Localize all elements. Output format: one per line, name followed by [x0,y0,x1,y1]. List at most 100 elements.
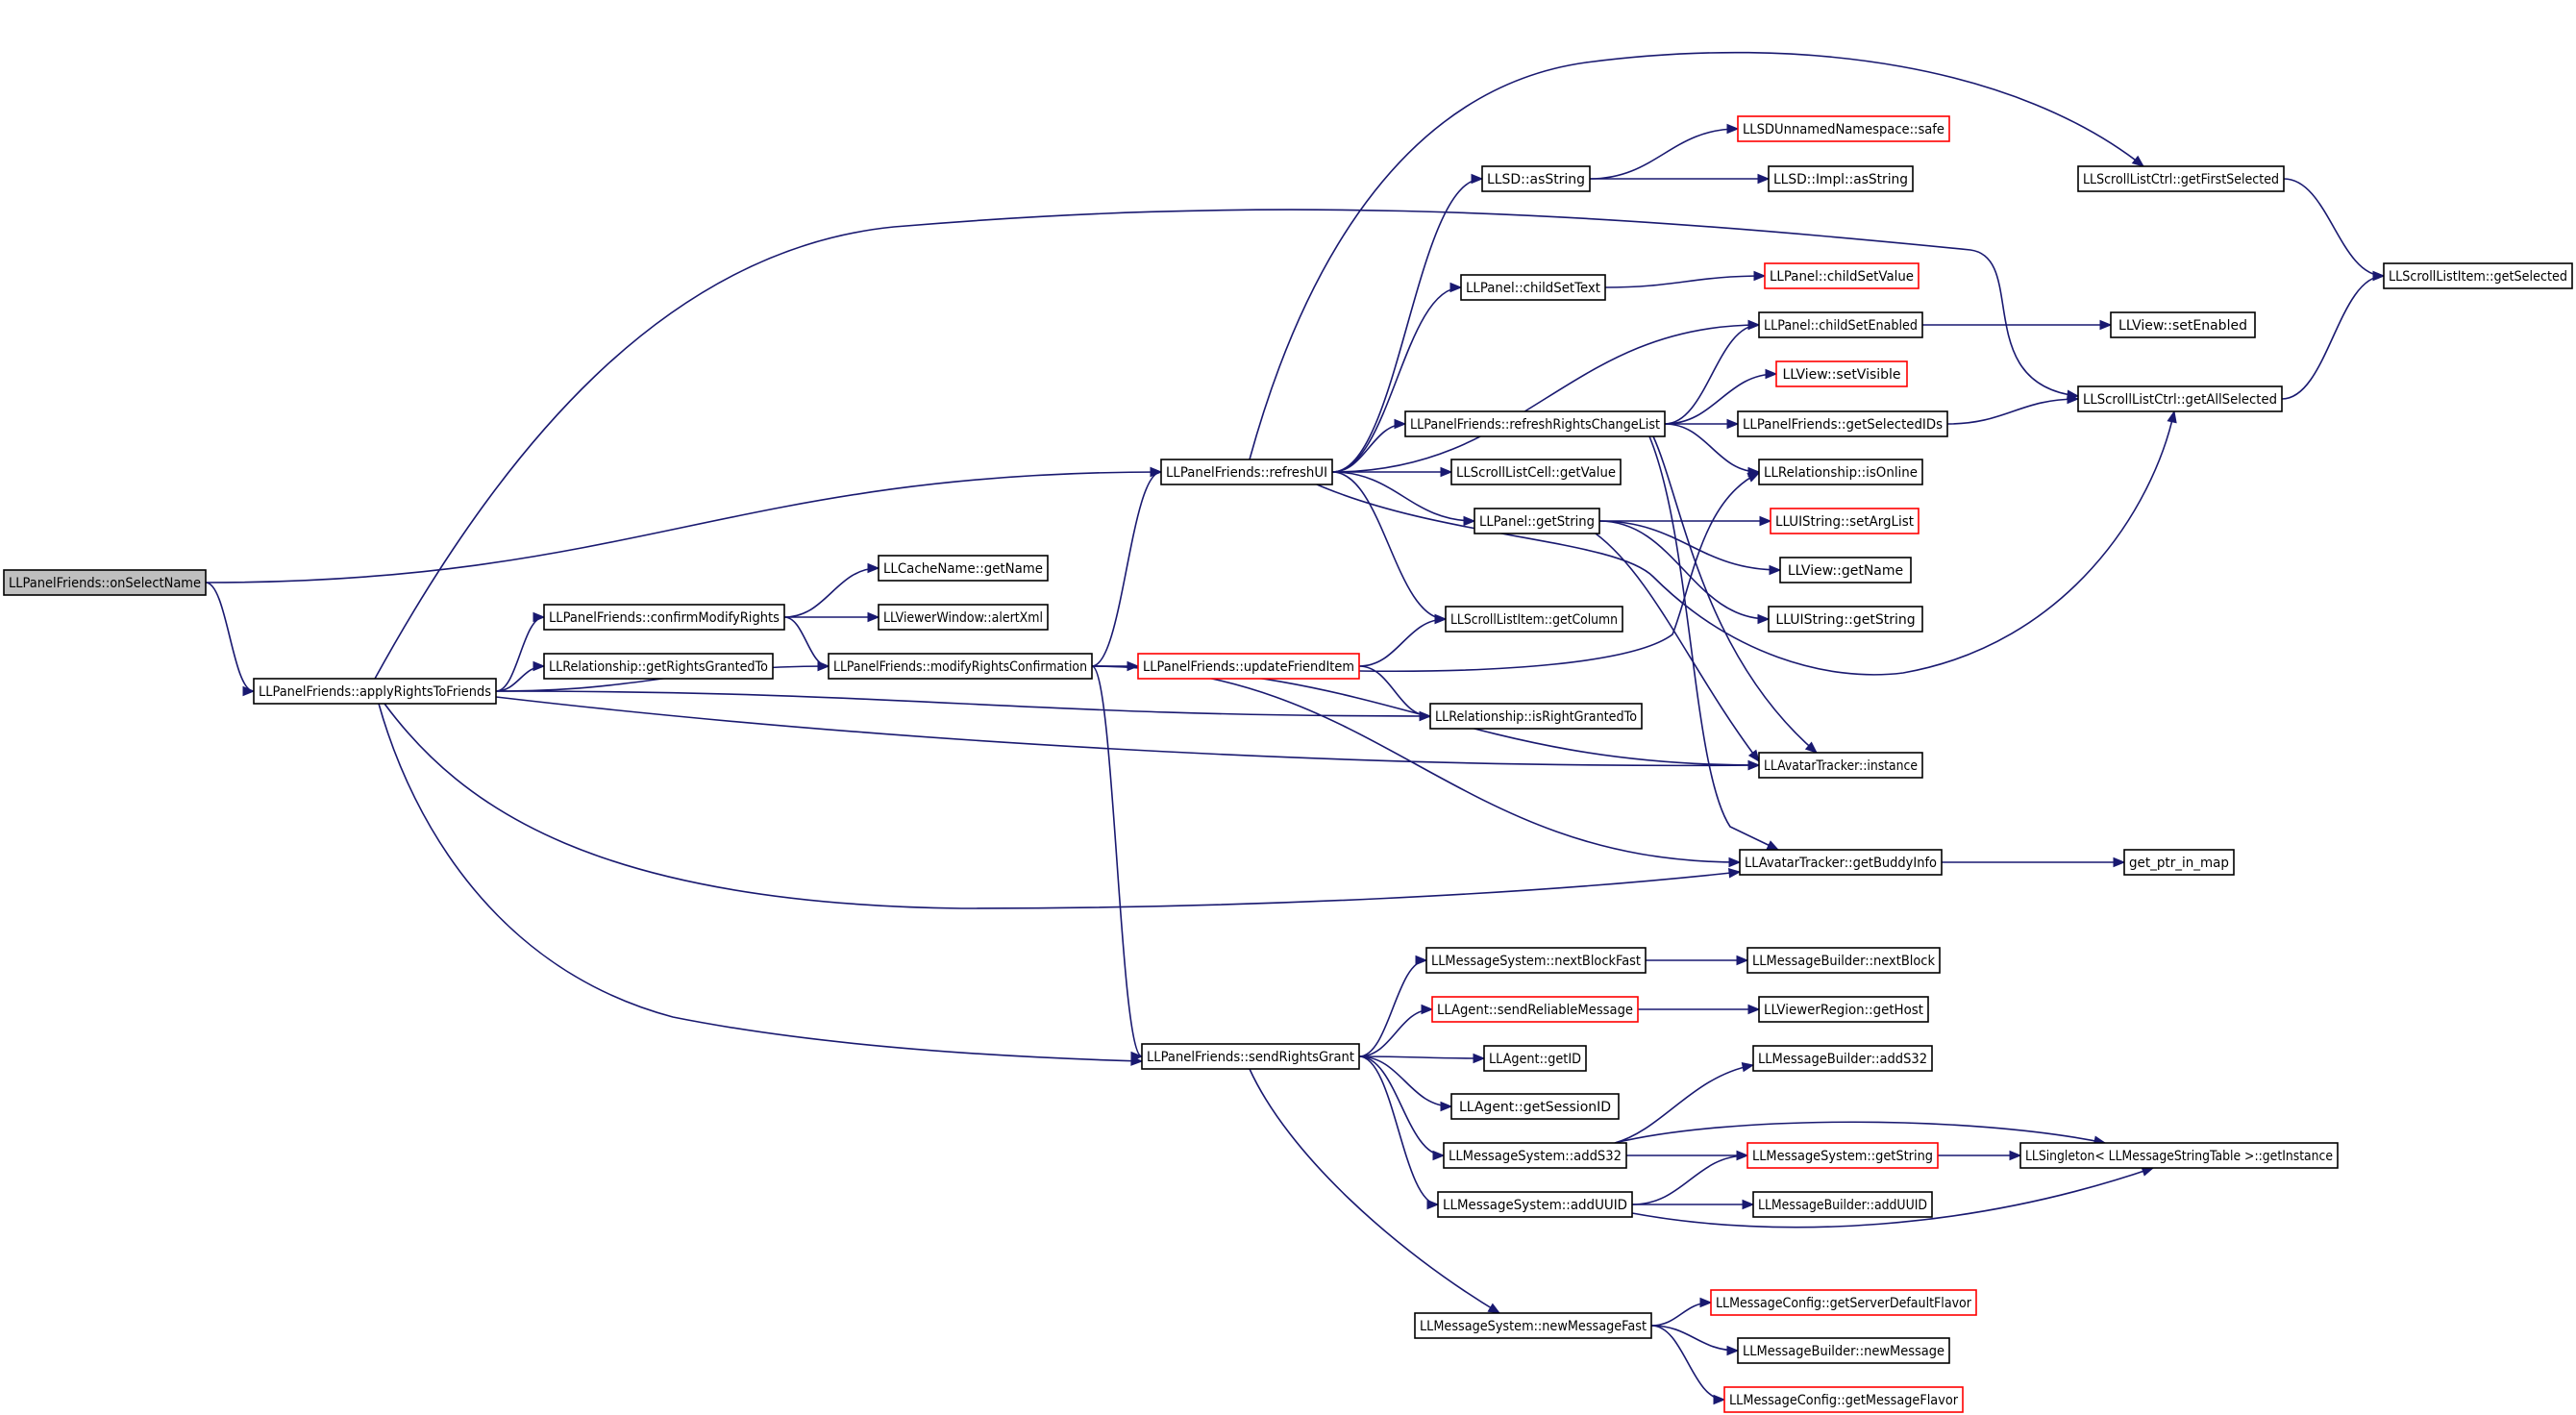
node-box [1414,1312,1652,1339]
node-label: LLViewerWindow::alertXml [883,610,1043,626]
edge-modifyConf-to-refreshUI [1091,471,1162,667]
arrowhead [1757,613,1771,625]
node-confirmModify[interactable]: LLPanelFriends::confirmModifyRights [543,604,785,631]
edge-refreshUI-to-childSetEnabled [1331,324,1760,473]
arrowhead [2131,155,2145,167]
node-viewGetName[interactable]: LLView::getName [1779,557,1912,583]
arrowhead [2372,270,2386,282]
node-getPtrInMap[interactable]: get_ptr_in_map [2123,849,2235,876]
node-serverFlavor[interactable]: LLMessageConfig::getServerDefaultFlavor [1710,1289,1977,1316]
arrowhead [1736,955,1749,966]
edge-sendRights-to-agentGetID [1358,1055,1485,1059]
edge-sendRights-to-getSessionID [1358,1055,1452,1107]
node-label: LLPanelFriends::applyRightsToFriends [259,684,491,700]
arrowhead [533,660,546,672]
node-alertXml[interactable]: LLViewerWindow::alertXml [878,604,1049,631]
node-mbNewMessage[interactable]: LLMessageBuilder::newMessage [1737,1337,1950,1364]
node-label: LLMessageSystem::getString [1752,1149,1933,1164]
node-getHost[interactable]: LLViewerRegion::getHost [1758,996,1929,1023]
arrowhead [1747,319,1761,331]
node-box [1764,262,1920,289]
node-childSetValue[interactable]: LLPanel::childSetValue [1764,262,1920,289]
node-msGetString[interactable]: LLMessageSystem::getString [1746,1142,1939,1169]
node-box [2077,165,2285,192]
edge-refreshUI-to-panelGetString [1331,471,1475,522]
node-box [2077,385,2283,412]
node-childSetText[interactable]: LLPanel::childSetText [1460,274,1606,301]
node-refreshUI[interactable]: LLPanelFriends::refreshUI [1160,459,1333,485]
arrowhead [2099,319,2113,331]
node-uiGetString[interactable]: LLUIString::getString [1768,606,1923,633]
node-msgFlavor[interactable]: LLMessageConfig::getMessageFlavor [1723,1386,1964,1413]
node-getColumn[interactable]: LLScrollListItem::getColumn [1445,606,1623,633]
node-label: LLPanelFriends::refreshRightsChangeList [1410,417,1660,433]
node-nextBlockFast[interactable]: LLMessageSystem::nextBlockFast [1425,947,1647,974]
node-mbNextBlock[interactable]: LLMessageBuilder::nextBlock [1746,947,1941,974]
node-msAddUUID[interactable]: LLMessageSystem::addUUID [1437,1191,1633,1218]
node-implAsString[interactable]: LLSD::Impl::asString [1768,165,1914,192]
node-applyRights[interactable]: LLPanelFriends::applyRightsToFriends [253,678,497,705]
node-trackerInstance[interactable]: LLAvatarTracker::instance [1758,752,1923,779]
node-newMsgFast[interactable]: LLMessageSystem::newMessageFast [1414,1312,1652,1339]
node-sdAsString[interactable]: LLSD::asString [1481,165,1591,192]
node-getSelectedIDs[interactable]: LLPanelFriends::getSelectedIDs [1737,410,1948,437]
node-box [1137,653,1360,680]
node-label: LLPanel::childSetText [1466,281,1600,296]
node-mbAddUUID[interactable]: LLMessageBuilder::addUUID [1752,1191,1933,1218]
arrowhead [2009,1150,2022,1161]
node-label: LLSDUnnamedNamespace::safe [1743,122,1944,137]
node-label: LLViewerRegion::getHost [1764,1003,1923,1018]
node-singleton[interactable]: LLSingleton< LLMessageStringTable >::get… [2019,1142,2339,1169]
node-viewSetVisible[interactable]: LLView::setVisible [1775,360,1908,387]
node-sendReliable[interactable]: LLAgent::sendReliableMessage [1431,996,1639,1023]
node-label: LLScrollListCtrl::getFirstSelected [2083,172,2279,187]
arrowhead [1765,368,1778,380]
arrowhead [1713,1394,1726,1405]
arrowhead [1426,1199,1440,1210]
node-label: LLAgent::getID [1489,1052,1581,1067]
node-getAllSelected[interactable]: LLScrollListCtrl::getAllSelected [2077,385,2283,412]
edge-confirmModify-to-modifyConf [783,616,830,667]
node-viewSetEnabled[interactable]: LLView::setEnabled [2110,311,2256,338]
node-relGetRights[interactable]: LLRelationship::getRightsGrantedTo [543,653,774,680]
node-msAddS32[interactable]: LLMessageSystem::addS32 [1443,1142,1627,1169]
edge-sendRights-to-sendReliable [1358,1008,1433,1057]
node-cacheGetName[interactable]: LLCacheName::getName [878,555,1049,582]
node-box [1775,360,1908,387]
node-box [1752,1045,1933,1072]
node-label: LLMessageBuilder::addUUID [1758,1198,1927,1213]
node-modifyConf[interactable]: LLPanelFriends::modifyRightsConfirmation [828,653,1093,680]
node-isRightGranted[interactable]: LLRelationship::isRightGrantedTo [1429,703,1643,730]
node-mbAddS32[interactable]: LLMessageBuilder::addS32 [1752,1045,1933,1072]
node-itemGetSelected[interactable]: LLScrollListItem::getSelected [2383,262,2573,289]
node-isOnline[interactable]: LLRelationship::isOnline [1758,459,1923,485]
node-childSetEnabled[interactable]: LLPanel::childSetEnabled [1758,311,1923,338]
node-box [1445,606,1623,633]
edge-msAddS32-to-singleton [1614,1121,2106,1144]
node-box [878,604,1049,631]
node-unnamedSafe[interactable]: LLSDUnnamedNamespace::safe [1737,115,1950,142]
node-label: LLMessageSystem::newMessageFast [1420,1319,1647,1334]
node-panelGetString[interactable]: LLPanel::getString [1474,508,1600,534]
node-getBuddyInfo[interactable]: LLAvatarTracker::getBuddyInfo [1739,849,1943,876]
edge-refreshChange-to-childSetEnabled [1664,324,1760,425]
edge-updateFriend-to-isOnline [1358,472,1760,673]
node-root: LLPanelFriends::onSelectName [3,569,207,596]
node-label: LLPanelFriends::getSelectedIDs [1743,417,1943,433]
node-agentGetID[interactable]: LLAgent::getID [1483,1045,1587,1072]
node-label: LLPanelFriends::confirmModifyRights [549,610,780,626]
node-label: LLPanelFriends::updateFriendItem [1143,659,1354,675]
node-getSessionID[interactable]: LLAgent::getSessionID [1450,1093,1620,1120]
node-updateFriend[interactable]: LLPanelFriends::updateFriendItem [1137,653,1360,680]
node-label: LLMessageConfig::getServerDefaultFlavor [1716,1296,1971,1311]
node-sendRights[interactable]: LLPanelFriends::sendRightsGrant [1141,1043,1360,1070]
node-getFirstSelected[interactable]: LLScrollListCtrl::getFirstSelected [2077,165,2285,192]
node-label: LLPanelFriends::refreshUI [1166,465,1327,481]
arrowhead [867,611,880,623]
node-refreshChange[interactable]: LLPanelFriends::refreshRightsChangeList [1404,410,1666,437]
node-setArgList[interactable]: LLUIString::setArgList [1770,508,1920,534]
node-box [1758,311,1923,338]
edge-applyRights-to-trackerInstance [495,696,1760,767]
arrowhead [1463,515,1476,527]
node-cellGetValue[interactable]: LLScrollListCell::getValue [1450,459,1622,485]
